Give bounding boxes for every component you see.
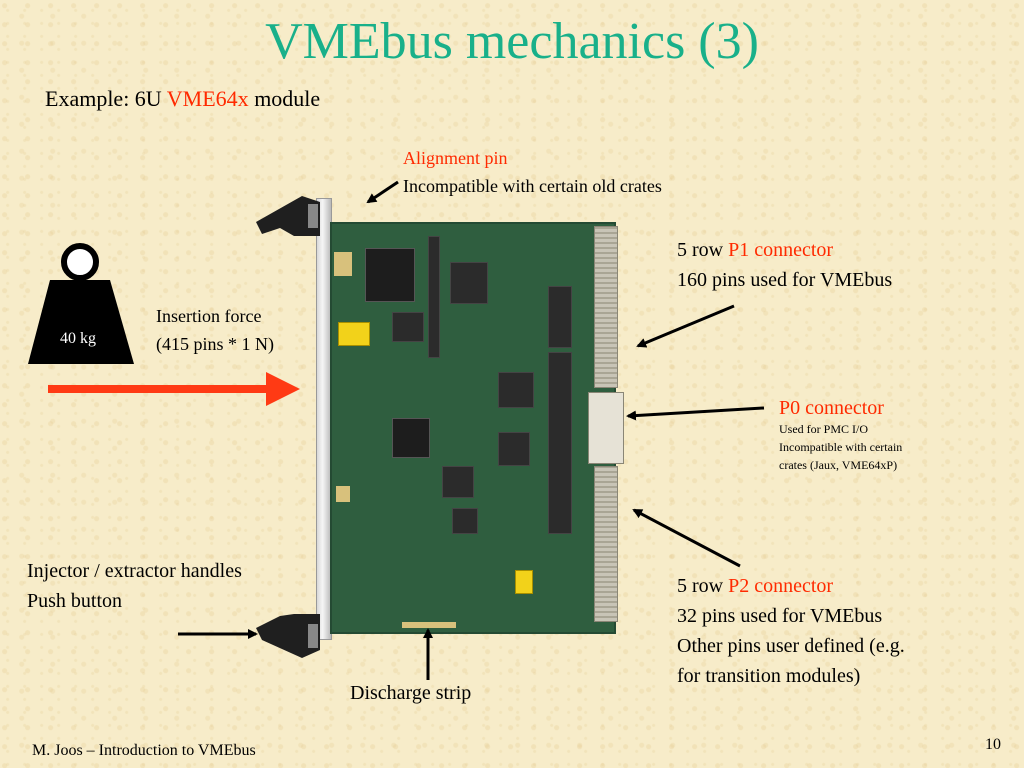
p0-connector [588, 392, 624, 464]
page-number: 10 [985, 736, 1001, 753]
p2-arrow [632, 508, 741, 568]
alignment-pin-text: Alignment pin Incompatible with certain … [403, 144, 662, 200]
chip [392, 418, 430, 458]
capacitor [338, 322, 370, 346]
p0-line1: Used for PMC I/O [779, 422, 868, 436]
subtitle-prefix: Example: 6U [45, 86, 167, 111]
subtitle-suffix: module [248, 86, 321, 111]
insertion-line1: Insertion force [156, 306, 262, 326]
p0-text: P0 connector Used for PMC I/O Incompatib… [779, 396, 902, 474]
p2-desc3: for transition modules) [677, 665, 861, 687]
p2-desc1: 32 pins used for VMEbus [677, 605, 883, 627]
p2-text: 5 row P2 connector 32 pins used for VMEb… [677, 571, 905, 691]
p1-arrow [636, 304, 735, 348]
insertion-line2: (415 pins * 1 N) [156, 334, 274, 354]
alignment-pin-title: Alignment pin [403, 148, 508, 168]
memory-slot [428, 236, 440, 358]
p1-desc: 160 pins used for VMEbus [677, 269, 893, 291]
chip [450, 262, 488, 304]
chip [498, 432, 530, 466]
chip [452, 508, 478, 534]
weight-label: 40 kg [60, 330, 96, 347]
chip [442, 466, 474, 498]
p0-line3: crates (Jaux, VME64xP) [779, 458, 898, 472]
subtitle-highlight: VME64x [166, 86, 249, 111]
chip [548, 286, 572, 348]
p1-connector [594, 226, 618, 388]
p2-name: P2 connector [728, 575, 834, 597]
p2-prefix: 5 row [677, 575, 729, 597]
insertion-force-text: Insertion force (415 pins * 1 N) [156, 302, 274, 358]
connector-small [336, 486, 350, 502]
alignment-pin-desc: Incompatible with certain old crates [403, 176, 662, 196]
p1-name: P1 connector [728, 239, 834, 261]
handles-text: Injector / extractor handles Push button [27, 556, 242, 616]
capacitor [515, 570, 533, 594]
connector-small [334, 252, 352, 276]
alignment-arrow [366, 180, 399, 204]
bottom-handle-icon [256, 614, 320, 658]
p0-arrow [626, 406, 765, 421]
discharge-strip [402, 622, 456, 628]
discharge-label: Discharge strip [350, 682, 472, 704]
handles-line1: Injector / extractor handles [27, 560, 242, 582]
p2-connector [594, 466, 618, 622]
p1-prefix: 5 row [677, 239, 729, 261]
footer-text: M. Joos – Introduction to VMEbus [32, 742, 256, 759]
cpu-chip [365, 248, 415, 302]
p2-desc2: Other pins user defined (e.g. [677, 635, 905, 657]
force-arrow-icon [48, 372, 300, 406]
handles-line2: Push button [27, 590, 123, 612]
weight-icon [28, 243, 134, 364]
p1-text: 5 row P1 connector 160 pins used for VME… [677, 235, 892, 295]
top-handle-icon [256, 196, 320, 236]
p0-line2: Incompatible with certain [779, 440, 903, 454]
chip [498, 372, 534, 408]
p0-name: P0 connector [779, 397, 884, 419]
chip [392, 312, 424, 342]
slide-title: VMEbus mechanics (3) [265, 13, 759, 70]
slide-subtitle: Example: 6U VME64x module [45, 86, 320, 112]
memory-slot [548, 352, 572, 534]
